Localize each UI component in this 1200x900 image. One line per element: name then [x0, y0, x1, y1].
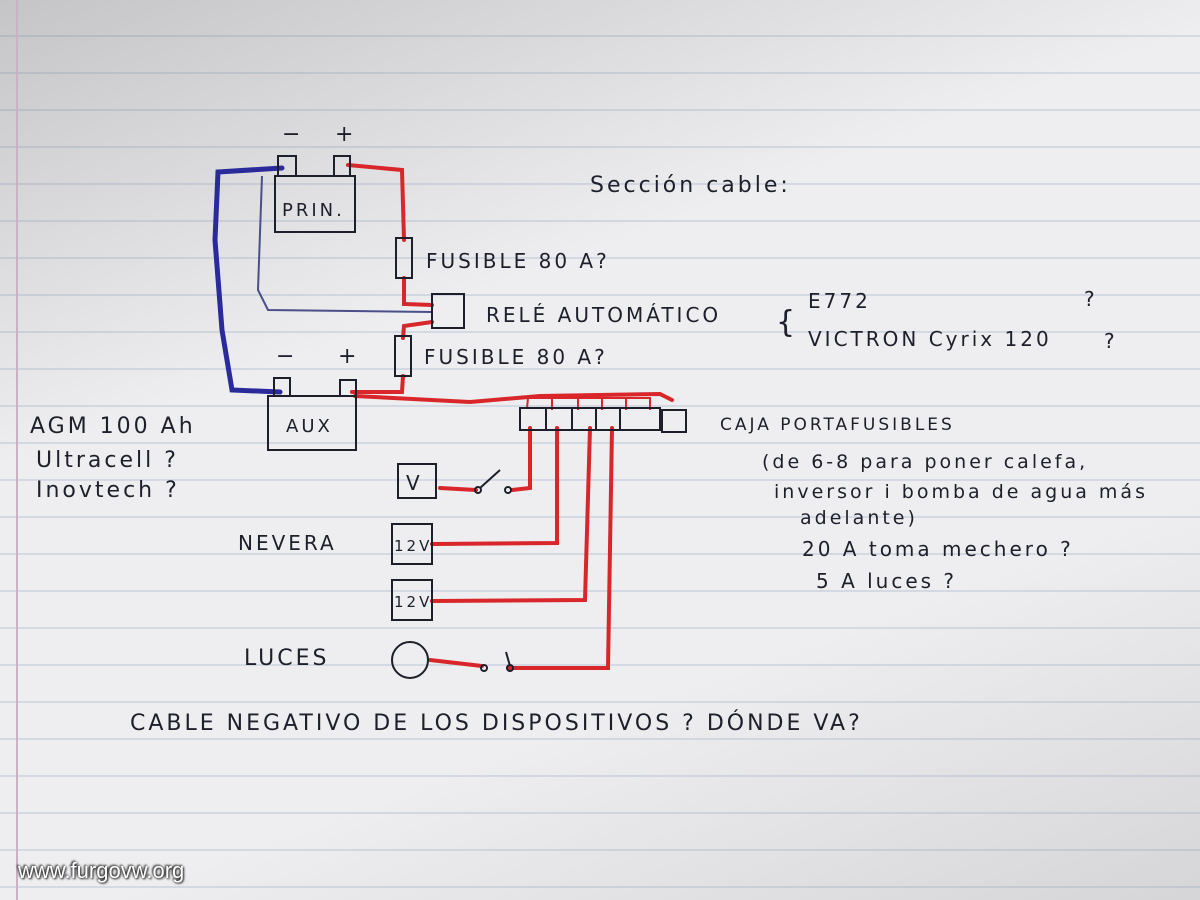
aux-battery-pos: +	[338, 344, 359, 369]
battery-spec-line-1: AGM 100 Ah	[30, 414, 196, 439]
lights-label: LUCES	[244, 646, 330, 671]
device-voltmeter	[397, 463, 437, 499]
aux-battery	[267, 377, 357, 451]
positive-wire	[346, 163, 674, 670]
device-light	[391, 641, 429, 679]
fusebox-feeds	[526, 397, 651, 410]
fusebox-note-1: (de 6-8 para poner calefa,	[762, 451, 1088, 473]
fuse-2	[394, 335, 412, 377]
section-title: Sección cable:	[590, 173, 791, 198]
relay-option-2-question: ?	[1104, 329, 1118, 353]
fusebox-note-3: adelante)	[800, 507, 918, 529]
fuse-holder	[519, 407, 687, 433]
relay-option-1-question: ?	[1084, 287, 1098, 311]
aux-battery-label: AUX	[286, 416, 333, 437]
fuse-note-lights: 5 A luces ?	[816, 569, 957, 593]
fridge-label: NEVERA	[238, 531, 337, 555]
voltmeter-symbol: V	[406, 471, 423, 495]
main-battery-pos: +	[335, 122, 356, 147]
device-socket	[391, 579, 433, 621]
fusebox-note-2: inversor i bomba de agua más	[774, 481, 1148, 503]
socket-symbol: 12V	[394, 593, 432, 611]
fridge-symbol: 12V	[394, 537, 432, 555]
margin-line	[16, 0, 18, 900]
sense-wire	[256, 175, 433, 313]
relay-option-1: E772	[808, 289, 871, 313]
battery-spec-line-2: Ultracell ?	[36, 448, 179, 473]
fuse-2-label: FUSIBLE 80 A?	[424, 345, 608, 369]
main-battery	[274, 155, 356, 233]
relay-options-brace: {	[776, 305, 798, 340]
switch-voltmeter	[474, 469, 512, 494]
fusebox-label: CAJA PORTAFUSIBLES	[720, 415, 955, 435]
relay-label: RELÉ AUTOMÁTICO	[486, 303, 721, 327]
battery-spec-line-3: Inovtech ?	[36, 478, 180, 503]
switch-lights	[480, 651, 514, 672]
negative-wire	[212, 165, 285, 395]
fuse-note-socket: 20 A toma mechero ?	[802, 537, 1074, 561]
relay-option-2: VICTRON Cyrix 120	[808, 327, 1052, 351]
device-fridge	[391, 523, 433, 565]
negative-cable-question: CABLE NEGATIVO DE LOS DISPOSITIVOS ? DÓN…	[130, 710, 863, 736]
fuse-1-label: FUSIBLE 80 A?	[426, 249, 610, 273]
main-battery-neg: −	[282, 122, 303, 147]
main-battery-label: PRIN.	[282, 200, 345, 221]
relay-box	[431, 293, 465, 329]
aux-battery-neg: −	[276, 344, 297, 369]
fuse-1	[395, 237, 413, 279]
watermark: www.furgovw.org	[18, 858, 185, 883]
